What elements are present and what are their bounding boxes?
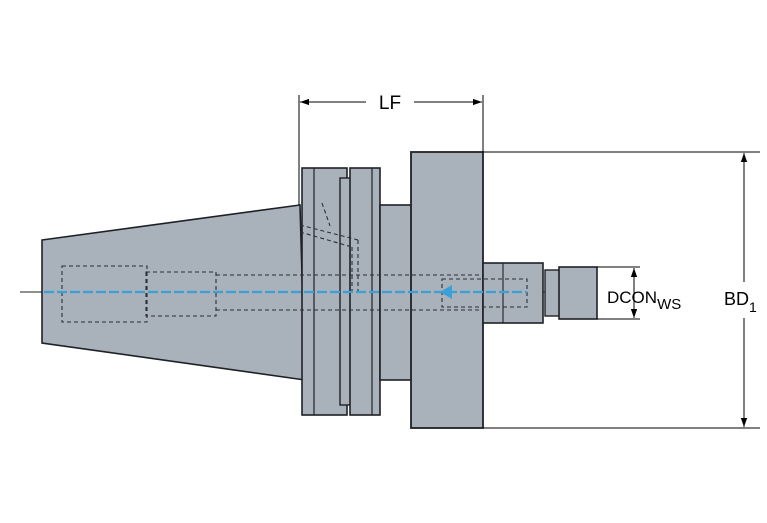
- bd-subscript: 1: [749, 299, 757, 315]
- dimension-lf: LF: [298, 90, 484, 205]
- dcon-ws-label: DCONWS: [607, 288, 681, 313]
- dimension-dcon-ws: DCONWS: [597, 266, 681, 320]
- dcon-main: DCON: [607, 288, 657, 307]
- bd-main: BD: [724, 289, 749, 309]
- dimension-bd1: BD1: [483, 151, 766, 429]
- coolant-outlet-arrow: [440, 285, 452, 299]
- lf-label: LF: [379, 93, 401, 114]
- bd1-label: BD1: [724, 289, 757, 315]
- spigot-end: [558, 266, 598, 320]
- dcon-subscript: WS: [657, 296, 681, 313]
- hidden-bore-front: [145, 271, 217, 317]
- hidden-coolant-angled: [299, 224, 359, 241]
- hidden-coolant-angled: [299, 231, 353, 248]
- hidden-bore-rear: [61, 265, 148, 323]
